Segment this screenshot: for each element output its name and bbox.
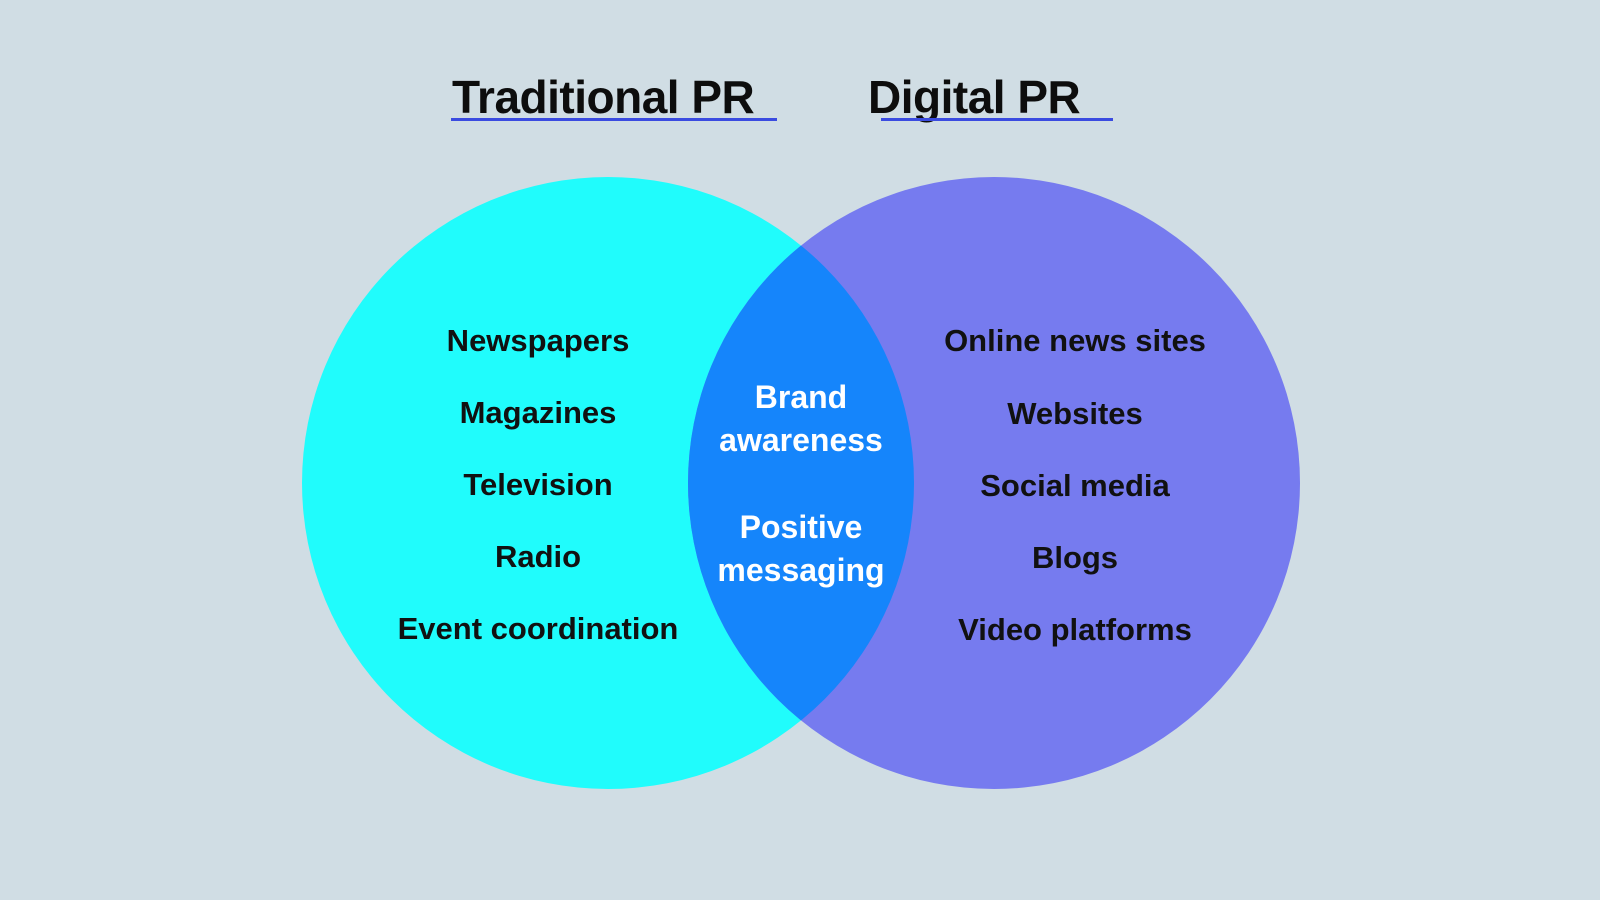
title-digital-pr: Digital PR	[868, 71, 1081, 123]
overlap-item-brand-awareness: Brand awareness	[719, 379, 883, 458]
right-item-video-platforms: Video platforms	[958, 612, 1192, 647]
right-item-online-news-sites: Online news sites	[944, 323, 1206, 358]
title-digital-underline	[881, 118, 1113, 121]
left-item-radio: Radio	[494, 539, 582, 574]
left-item-event-coordination: Event coordination	[397, 611, 679, 646]
right-item-blogs: Blogs	[1031, 540, 1119, 575]
left-item-television: Television	[463, 467, 613, 502]
left-item-newspapers: Newspapers	[446, 323, 630, 358]
title-traditional-pr: Traditional PR	[452, 71, 755, 123]
right-item-websites: Websites	[1007, 396, 1143, 431]
left-item-magazines: Magazines	[459, 395, 617, 430]
title-traditional-underline	[451, 118, 777, 121]
overlap-item-positive-messaging: Positive messaging	[717, 509, 885, 588]
overlap-region	[688, 177, 914, 789]
right-item-social-media: Social media	[980, 468, 1170, 503]
